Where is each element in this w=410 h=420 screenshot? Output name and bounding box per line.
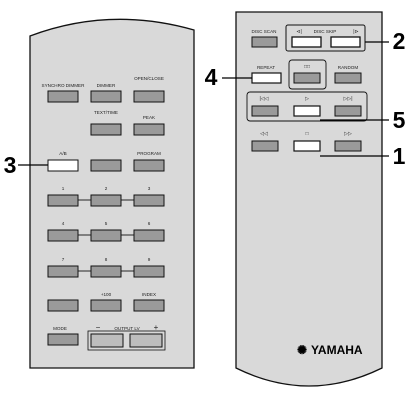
digit-9-label: 9 [148,257,151,262]
search-back-button[interactable] [251,140,279,152]
text-time-label: TEXT/TIME [94,110,118,115]
mode-label: MODE [53,326,67,331]
peak-label: PEAK [143,115,156,120]
peak-button[interactable] [133,123,165,136]
mode-button[interactable] [47,333,79,346]
digit-4-label: 4 [62,221,65,226]
digit-1-label: 1 [62,186,65,191]
dimmer-button[interactable] [90,90,122,103]
synchro-dimmer-button[interactable] [47,90,79,103]
digit-1-button[interactable] [47,194,79,207]
stop-group [288,59,327,90]
output-level-label: OUTPUT LV [114,326,140,331]
search-back-icon: ◁◁ [260,131,268,137]
callout-5: 5 [393,107,406,133]
blank-button[interactable] [90,159,122,172]
disc-skip-forward-icon: |⊳ [353,29,359,35]
pause-button[interactable] [293,140,321,152]
digit-3-button[interactable] [133,194,165,207]
callout-1: 1 [393,143,406,169]
disc-scan-button[interactable] [251,36,278,48]
right-remote: DISC SCAN DISC SKIP ⊲| |⊳ REPEAT □□ RAND… [235,11,383,387]
digit-3-label: 3 [148,186,151,191]
callout-2: 2 [393,28,406,54]
output-minus-button[interactable] [90,333,124,348]
digit-7-label: 7 [62,257,65,262]
disc-scan-label: DISC SCAN [251,29,276,34]
disc-skip-label: DISC SKIP [314,29,337,34]
play-button[interactable] [293,105,321,117]
transport-group [246,91,368,122]
digit-5-button[interactable] [90,229,122,242]
digit-2-button[interactable] [90,194,122,207]
disc-skip-back-icon: ⊲| [296,29,302,35]
skip-back-button[interactable] [251,105,279,117]
digit-5-label: 5 [105,221,108,226]
numeric-keypad: 1 2 3 4 5 6 7 8 9 [47,186,165,278]
play-icon: ▷ [305,96,309,102]
left-remote: SYNCHRO DIMMER DIMMER OPEN/CLOSE TEXT/TI… [29,18,195,369]
yamaha-logo-icon: ✺ [297,343,307,357]
search-forward-button[interactable] [334,140,362,152]
yamaha-logo: YAMAHA [311,343,363,357]
skip-forward-button[interactable] [334,105,362,117]
repeat-button[interactable] [251,72,282,84]
digit-8-button[interactable] [90,265,122,278]
callout-4: 4 [205,64,218,90]
program-label: PROGRAM [137,151,161,156]
open-close-label: OPEN/CLOSE [134,76,164,81]
callout-3: 3 [4,152,17,178]
random-button[interactable] [334,72,362,84]
index-button[interactable] [133,299,165,312]
disc-skip-forward-button[interactable] [330,36,361,48]
output-minus-sign: − [96,323,101,332]
stop-button[interactable] [293,72,321,84]
plus100-label: +100 [101,292,112,297]
output-plus-button[interactable] [129,333,163,348]
disc-skip-group [285,24,366,52]
dimmer-label: DIMMER [97,83,116,88]
index-label: INDEX [142,292,156,297]
skip-forward-icon: ▷▷| [344,96,353,102]
plus100-button[interactable] [90,299,122,312]
callouts: 2 4 5 1 3 [4,28,406,178]
random-label: RANDOM [338,65,359,70]
digit-8-label: 8 [105,257,108,262]
left-remote-body [29,18,195,369]
disc-skip-back-button[interactable] [291,36,322,48]
synchro-dimmer-label: SYNCHRO DIMMER [42,83,86,88]
program-button[interactable] [133,159,165,172]
digit-6-button[interactable] [133,229,165,242]
digit-9-button[interactable] [133,265,165,278]
stop-icon: □□ [304,64,310,70]
repeat-label: REPEAT [257,65,275,70]
digit-7-button[interactable] [47,265,79,278]
skip-back-icon: |◁◁ [260,96,269,102]
text-time-button[interactable] [90,123,122,136]
ab-button[interactable] [47,159,79,172]
digit-2-label: 2 [105,186,108,191]
open-close-button[interactable] [133,90,165,103]
ab-label: A/B [59,151,66,156]
digit-6-label: 6 [148,221,151,226]
digit-4-button[interactable] [47,229,79,242]
pause-icon: □ [305,131,308,137]
search-forward-icon: ▷▷ [344,131,352,137]
output-level-bracket [87,330,166,351]
blank-button[interactable] [47,299,79,312]
output-plus-sign: + [154,323,159,332]
right-remote-body [235,11,383,387]
